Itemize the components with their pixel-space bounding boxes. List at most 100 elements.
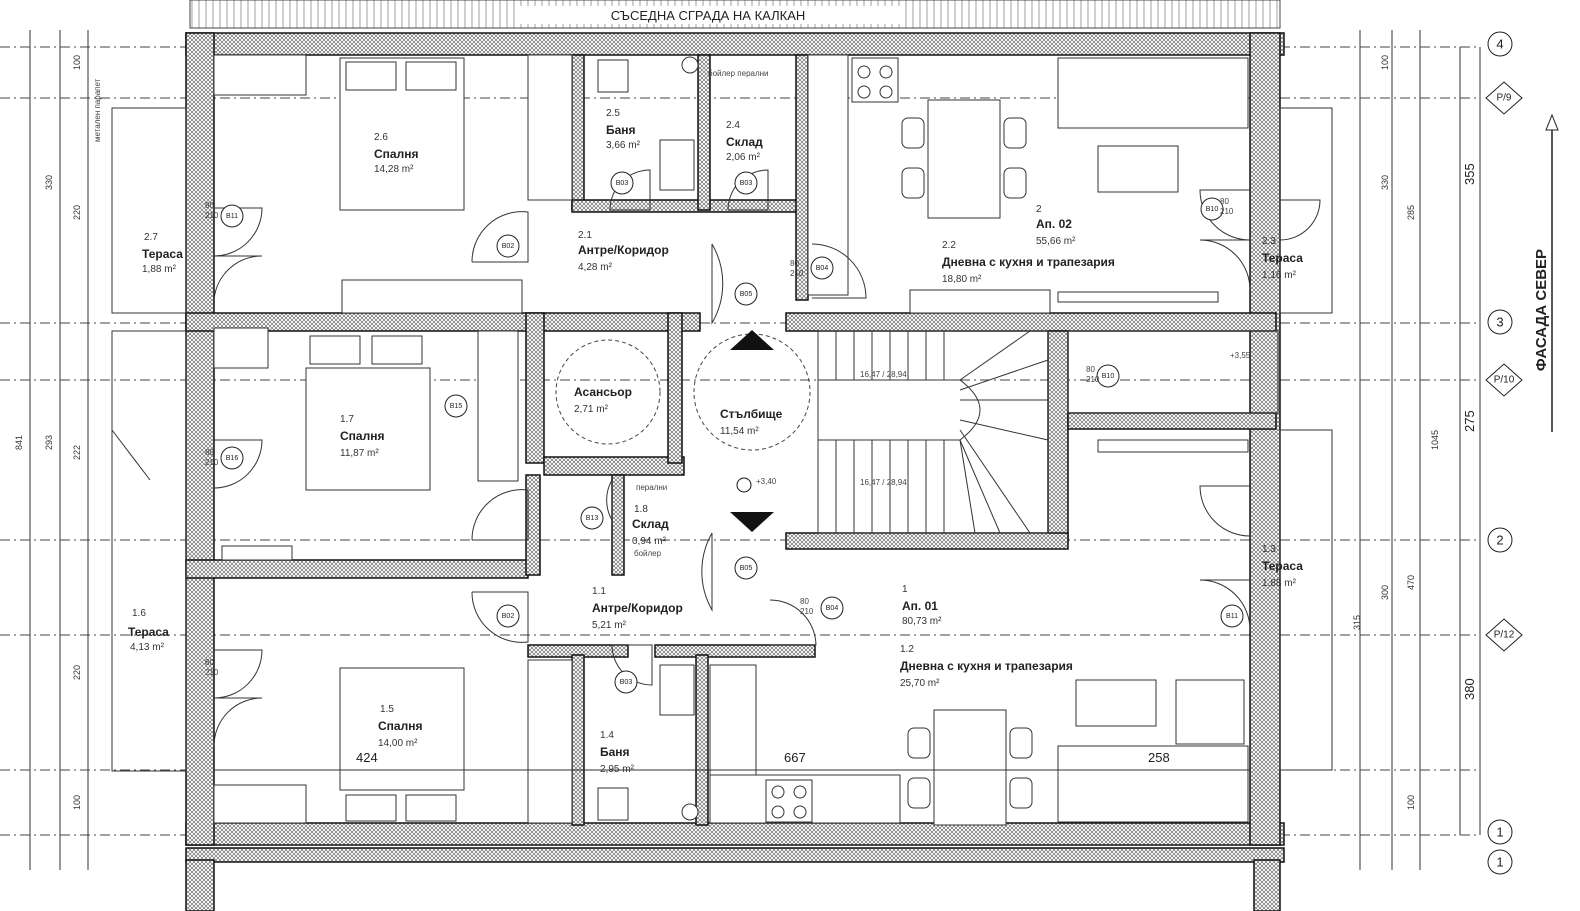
apartment-02: 2Ап. 02 55,66 m²: [1036, 204, 1076, 247]
svg-text:1,88 m²: 1,88 m²: [1262, 578, 1297, 589]
stair-label-1: 16,47 / 28,94: [860, 370, 907, 379]
svg-text:2.2: 2.2: [942, 240, 956, 251]
svg-text:293: 293: [44, 435, 54, 450]
svg-text:4: 4: [1496, 36, 1503, 51]
svg-text:В15: В15: [450, 403, 463, 410]
section-markers: Р/9 Р/10 Р/12: [1485, 81, 1523, 652]
svg-text:Антре/Коридор: Антре/Коридор: [578, 243, 669, 257]
svg-text:80,73 m²: 80,73 m²: [902, 616, 942, 627]
doors: [111, 160, 1321, 747]
svg-text:100: 100: [1380, 55, 1390, 70]
door-tag: В04: [810, 256, 834, 280]
facade-label: ФАСАДА СЕВЕР: [1533, 249, 1550, 371]
svg-text:Антре/Коридор: Антре/Коридор: [592, 601, 683, 615]
svg-text:1.3: 1.3: [1262, 544, 1276, 555]
parapet-label: метален парапет: [93, 78, 102, 142]
svg-text:5,21 m²: 5,21 m²: [592, 620, 627, 631]
door-tag: В10: [1096, 364, 1120, 388]
svg-text:Тераса: Тераса: [1262, 559, 1303, 573]
section-marker: Р/9: [1485, 81, 1523, 115]
svg-text:2.3: 2.3: [1262, 236, 1276, 247]
interior-walls: [185, 54, 1277, 826]
svg-text:В02: В02: [502, 243, 515, 250]
misc-labels: бойлер перални бойлер перални метален па…: [93, 69, 769, 558]
facade-indicator: ФАСАДА СЕВЕР: [1533, 113, 1559, 432]
svg-text:Р/9: Р/9: [1496, 93, 1511, 104]
svg-text:Тераса: Тераса: [1262, 251, 1303, 265]
facade-arrow-icon: [1545, 113, 1559, 131]
inner-dimensions: 424 667 258: [214, 750, 1250, 771]
svg-text:Баня: Баня: [600, 745, 630, 759]
svg-text:80: 80: [1086, 365, 1095, 374]
svg-text:В11: В11: [1226, 613, 1238, 620]
boiler-label: бойлер перални: [708, 69, 769, 78]
svg-text:2,06 m²: 2,06 m²: [726, 152, 761, 163]
boiler-label-2: бойлер: [634, 549, 662, 558]
svg-text:3,66 m²: 3,66 m²: [606, 140, 641, 151]
svg-text:Тераса: Тераса: [142, 247, 183, 261]
bed-icon: [305, 367, 431, 491]
svg-text:2.6: 2.6: [374, 132, 388, 143]
svg-text:222: 222: [72, 445, 82, 460]
axis-markers: 4 3 2 1 1: [1487, 31, 1513, 875]
svg-text:Склад: Склад: [726, 135, 763, 149]
dining-table-icon: [927, 99, 1001, 219]
svg-text:55,66 m²: 55,66 m²: [1036, 236, 1076, 247]
door-tags: В05 В05 В02 В02 В03 В03 В03 В04 В04 В10 …: [220, 171, 1244, 694]
svg-text:Спалня: Спалня: [374, 147, 418, 161]
level-label-2: +3,55: [1230, 351, 1251, 360]
svg-text:Дневна с кухня и трапезария: Дневна с кухня и трапезария: [942, 255, 1115, 269]
svg-text:В10: В10: [1206, 206, 1219, 213]
svg-text:2.5: 2.5: [606, 108, 620, 119]
svg-text:В04: В04: [816, 265, 829, 272]
svg-text:Склад: Склад: [632, 517, 669, 531]
door-tag: В02: [496, 604, 520, 628]
svg-text:Дневна с кухня и трапезария: Дневна с кухня и трапезария: [900, 659, 1073, 673]
svg-text:2,71 m²: 2,71 m²: [574, 404, 609, 415]
svg-text:1: 1: [1496, 824, 1503, 839]
svg-text:424: 424: [356, 750, 378, 765]
neighbor-label: СЪСЕДНА СГРАДА НА КАЛКАН: [611, 8, 806, 23]
right-dimensions: 330 285 1045 300 315 470 100 100 355 275…: [1352, 30, 1481, 870]
svg-text:В10: В10: [1102, 373, 1115, 380]
svg-text:210: 210: [790, 269, 804, 278]
svg-text:1.6: 1.6: [132, 608, 146, 619]
svg-text:80: 80: [205, 448, 214, 457]
door-tag: В13: [580, 506, 604, 530]
svg-text:80: 80: [790, 259, 799, 268]
door-tag: В03: [610, 171, 634, 195]
svg-text:В04: В04: [826, 605, 839, 612]
svg-text:1: 1: [1496, 854, 1503, 869]
svg-text:В05: В05: [740, 565, 753, 572]
svg-text:14,00 m²: 14,00 m²: [378, 738, 418, 749]
svg-text:2: 2: [1036, 204, 1042, 215]
svg-text:В03: В03: [740, 180, 753, 187]
svg-text:Ап. 02: Ап. 02: [1036, 217, 1072, 231]
level-marker-icon: [736, 477, 752, 493]
stair-label-2: 16,47 / 28,94: [860, 478, 907, 487]
svg-text:470: 470: [1406, 575, 1416, 590]
svg-text:2.7: 2.7: [144, 232, 158, 243]
svg-text:300: 300: [1380, 585, 1390, 600]
sofa-icon: [1057, 745, 1249, 823]
stair-up-arrow-icon: [730, 330, 774, 350]
section-marker: Р/12: [1485, 618, 1523, 652]
svg-text:Р/10: Р/10: [1494, 375, 1515, 386]
svg-text:1,88 m²: 1,88 m²: [142, 264, 177, 275]
axis-marker: 4: [1487, 31, 1513, 57]
svg-text:2: 2: [1496, 532, 1503, 547]
svg-text:1045: 1045: [1430, 430, 1440, 450]
svg-text:285: 285: [1406, 205, 1416, 220]
svg-text:В03: В03: [616, 180, 629, 187]
axis-marker: 1: [1487, 819, 1513, 845]
